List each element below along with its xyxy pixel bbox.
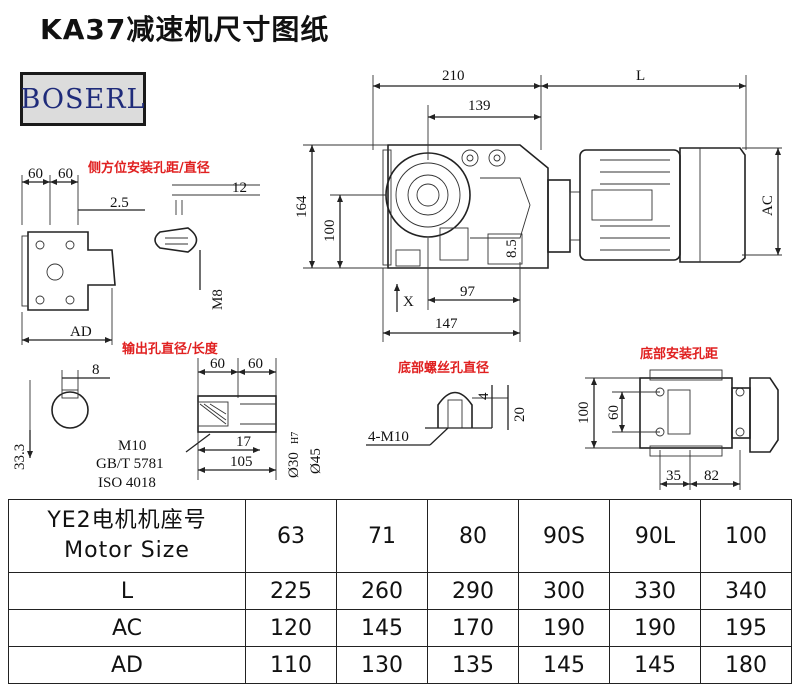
shaft-section [197, 395, 277, 433]
dim-210: 210 [442, 68, 465, 84]
table-cell: 120 [245, 609, 337, 647]
header-line-en: Motor Size [64, 538, 190, 563]
table-cell: 330 [609, 572, 701, 610]
row-label: L [8, 572, 246, 610]
table-cell: 290 [427, 572, 519, 610]
side-body [27, 231, 116, 311]
label-4m10: 4-M10 [368, 429, 409, 445]
dim-100: 100 [322, 220, 338, 243]
table-row: AC 120 145 170 190 190 195 [8, 609, 792, 647]
motor-size-table: YE2电机机座号 Motor Size 63 71 80 90S 90L 100… [8, 499, 792, 684]
table-cell: 130 [336, 646, 428, 684]
table-header-label: YE2电机机座号 Motor Size [8, 499, 246, 573]
dim-60-right: 60 [58, 166, 73, 182]
label-bottom-thread: 底部螺丝孔直径 [398, 360, 489, 376]
page-title: KA37减速机尺寸图纸 [40, 13, 330, 46]
dim-97: 97 [460, 284, 476, 300]
dim-139: 139 [468, 98, 491, 114]
dim-b4: 4 [476, 392, 492, 400]
dim-m60: 60 [606, 405, 622, 420]
table-cell: 340 [700, 572, 792, 610]
table-cell: 260 [336, 572, 428, 610]
table-cell: 190 [609, 609, 701, 647]
dim-M8: M8 [210, 289, 226, 310]
dim-m82: 82 [704, 468, 719, 484]
output-flange [385, 152, 471, 238]
side-hole-detail [154, 227, 198, 253]
dim-m100: 100 [576, 402, 592, 425]
fan-cover [679, 147, 746, 263]
dim-AC: AC [760, 195, 776, 216]
bottom-thread-view: 底部螺丝孔直径 4 20 4-M10 [366, 360, 528, 446]
dim-164: 164 [294, 195, 310, 218]
dim-AD: AD [70, 324, 92, 340]
table-cell: 180 [700, 646, 792, 684]
brand-logo: BOSERL [20, 72, 146, 126]
row-label: AD [8, 646, 246, 684]
main-view: 210 L 139 164 100 AC 97 147 X 8.5 [294, 68, 782, 342]
size-cell: 63 [245, 499, 337, 573]
dim-8: 8 [92, 362, 100, 378]
output-hole-view: 输出孔直径/长度 8 33.3 60 60 M10 GB/T 5781 ISO … [12, 341, 324, 491]
label-m10: M10 [118, 438, 146, 454]
size-cell: 90L [609, 499, 701, 573]
table-row: AD 110 130 135 145 145 180 [8, 646, 792, 684]
table-cell: 135 [427, 646, 519, 684]
size-cell: 80 [427, 499, 519, 573]
dim-147: 147 [435, 316, 458, 332]
dim-dia45: Ø45 [308, 448, 324, 474]
dim-b20: 20 [512, 407, 528, 422]
dim-out-60a: 60 [210, 356, 225, 372]
table-cell: 300 [518, 572, 610, 610]
bottom-mount-view: 底部安装孔距 100 60 35 82 [576, 346, 779, 490]
dim-60-left: 60 [28, 166, 43, 182]
dim-h7: H7 [290, 432, 301, 444]
table-cell: 190 [518, 609, 610, 647]
table-cell: 145 [336, 609, 428, 647]
label-side-mount: 侧方位安装孔距/直径 [88, 160, 210, 176]
dim-12: 12 [232, 180, 247, 196]
table-cell: 195 [700, 609, 792, 647]
dim-8-5: 8.5 [504, 239, 520, 258]
dim-2-5: 2.5 [110, 195, 129, 211]
row-label: AC [8, 609, 246, 647]
logo-text: BOSERL [20, 83, 146, 115]
technical-drawing: 210 L 139 164 100 AC 97 147 X 8.5 侧方位安装孔… [12, 68, 782, 491]
dim-L: L [636, 68, 645, 84]
dim-dia30: Ø30 [286, 452, 302, 478]
side-view: 侧方位安装孔距/直径 60 60 2.5 AD 12 M8 [21, 160, 260, 345]
motor-body [579, 149, 681, 261]
dim-105: 105 [230, 454, 253, 470]
table-cell: 225 [245, 572, 337, 610]
header-line-cn: YE2电机机座号 [47, 508, 207, 533]
dim-33-3: 33.3 [12, 444, 28, 470]
adapter [547, 179, 571, 253]
label-gb: GB/T 5781 [96, 456, 164, 472]
label-iso: ISO 4018 [98, 475, 156, 491]
dim-17: 17 [236, 434, 252, 450]
label-bottom-mount: 底部安装孔距 [640, 346, 718, 362]
mount-base [639, 377, 733, 449]
table-header-row: YE2电机机座号 Motor Size 63 71 80 90S 90L 100 [8, 499, 792, 573]
size-cell: 71 [336, 499, 428, 573]
dim-m35: 35 [666, 468, 681, 484]
table-cell: 145 [609, 646, 701, 684]
size-cell: 100 [700, 499, 792, 573]
dim-out-60b: 60 [248, 356, 263, 372]
table-cell: 170 [427, 609, 519, 647]
table-cell: 145 [518, 646, 610, 684]
dim-X: X [403, 294, 414, 310]
size-cell: 90S [518, 499, 610, 573]
thread-profile [437, 391, 473, 428]
table-row: L 225 260 290 300 330 340 [8, 572, 792, 610]
table-cell: 110 [245, 646, 337, 684]
label-output-hole: 输出孔直径/长度 [122, 341, 219, 357]
